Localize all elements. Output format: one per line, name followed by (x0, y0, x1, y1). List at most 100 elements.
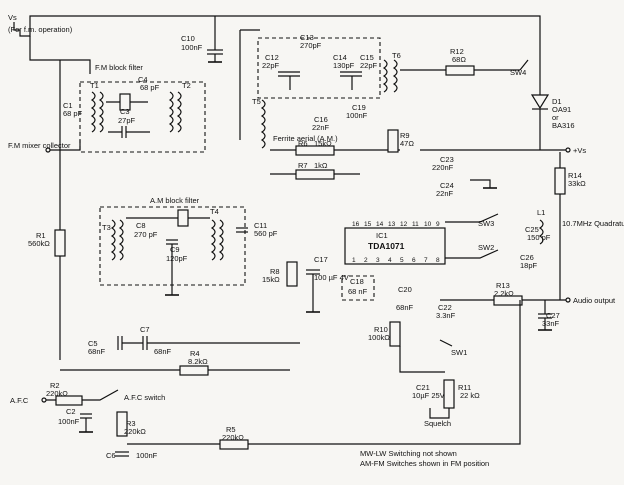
squelch-label: Squelch (424, 419, 451, 428)
c4-label: C4 (138, 75, 148, 84)
d1-type: OA91 (552, 105, 571, 114)
sw1-label[interactable]: SW1 (451, 348, 467, 357)
vs-right-label: +Vs (573, 146, 586, 155)
ferrite-label: Ferrite aerial (A.M.) (273, 134, 338, 143)
c20-label: C20 (398, 285, 412, 294)
ic-top-pin-14: 14 (376, 221, 384, 228)
c25-label: C25 (525, 225, 539, 234)
vs-note: (For f.m. operation) (8, 25, 73, 34)
afc-terminal (41, 397, 47, 403)
r8-label: R8 (270, 267, 280, 276)
c5-label: C5 (88, 339, 98, 348)
r14-label: R14 (568, 171, 582, 180)
r7-resistor (295, 169, 335, 180)
r5-value: 220kΩ (222, 433, 244, 442)
c22-label: C22 (438, 303, 452, 312)
c18-box (341, 275, 375, 301)
ic-bottom-pin-5: 5 (400, 257, 404, 264)
c19-value: 100nF (346, 111, 368, 120)
c26-label: C26 (520, 253, 534, 262)
ic1-part: TDA1071 (368, 241, 405, 251)
ic1-name: IC1 (376, 231, 388, 240)
c21-value: 10µF 25V (412, 391, 445, 400)
c22-value: 3.3nF (436, 311, 456, 320)
vs-terminal (565, 147, 571, 153)
d1-diode (530, 94, 550, 110)
r9-value: 47Ω (400, 139, 414, 148)
fm-filter-box (79, 81, 206, 153)
sw3-label[interactable]: SW3 (478, 219, 494, 228)
c8-label: C8 (136, 221, 146, 230)
am-crystal (177, 209, 189, 227)
t4-label: T4 (210, 207, 219, 216)
c12-label: C12 (265, 53, 279, 62)
c1-value: 68 pF (63, 109, 83, 118)
c8-value: 270 pF (134, 230, 158, 239)
am-filter-title: A.M block filter (150, 196, 200, 205)
audio-terminal (565, 297, 571, 303)
r6-label: R6 (298, 139, 308, 148)
c13-label: C13 (300, 33, 314, 42)
l1-label: L1 (537, 208, 545, 217)
c24-label: C24 (440, 181, 454, 190)
c17-label: C17 (314, 255, 328, 264)
r1-resistor (54, 229, 66, 257)
sw4-label[interactable]: SW4 (510, 68, 526, 77)
ic-top-pin-10: 10 (424, 221, 432, 228)
afc-label: A.F.C (10, 396, 29, 405)
r8-resistor (286, 261, 298, 287)
c10-value: 100nF (181, 43, 203, 52)
c9-label: C9 (170, 245, 180, 254)
c20-value: 68nF (396, 303, 414, 312)
afc-switch-label[interactable]: A.F.C switch (124, 393, 165, 402)
c3-label: C3 (120, 107, 130, 116)
c16-label: C16 (314, 115, 328, 124)
c12-value: 22pF (262, 61, 280, 70)
r4-label: R4 (190, 349, 200, 358)
r2-label: R2 (50, 381, 60, 390)
c14-value: 130pF (333, 61, 355, 70)
c13-value: 270pF (300, 41, 322, 50)
c7-label: C7 (140, 325, 150, 334)
c3-value: 27pF (118, 116, 136, 125)
r6-value: 15kΩ (314, 139, 332, 148)
c9-value: 120pF (166, 254, 188, 263)
r14-value: 33kΩ (568, 179, 586, 188)
t1-label: T1 (90, 81, 99, 90)
r3-value: 220kΩ (124, 427, 146, 436)
t1-coil (90, 91, 96, 133)
ic-bottom-pin-3: 3 (376, 257, 380, 264)
t2-coil (168, 91, 174, 133)
audio-label: Audio output (573, 296, 616, 305)
ic-bottom-pin-4: 4 (388, 257, 392, 264)
r12-value: 68Ω (452, 55, 466, 64)
t3-label: T3 (102, 223, 111, 232)
r13-label: R13 (496, 281, 510, 290)
fm-mixer-label: F.M mixer collector (8, 141, 71, 150)
ic-top-pin-12: 12 (400, 221, 408, 228)
fm-mixer-terminal (45, 147, 51, 153)
r2-resistor (55, 395, 83, 406)
c18-value: 68 nF (348, 287, 368, 296)
r10-label: R10 (374, 325, 388, 334)
c23-label: C23 (440, 155, 454, 164)
r11-resistor (443, 379, 455, 409)
r12-resistor (445, 65, 475, 76)
c2-label: C2 (66, 407, 76, 416)
sw2-label[interactable]: SW2 (478, 243, 494, 252)
c6-label: C6 (106, 451, 116, 460)
c15-label: C15 (360, 53, 374, 62)
r3-label: R3 (126, 419, 136, 428)
ic-bottom-pin-6: 6 (412, 257, 416, 264)
r4-resistor (179, 365, 209, 376)
r12-label: R12 (450, 47, 464, 56)
ic-bottom-pin-1: 1 (352, 257, 356, 264)
c18-label: C18 (350, 277, 364, 286)
c23-value: 220nF (432, 163, 454, 172)
c1-label: C1 (63, 101, 73, 110)
r10-resistor (389, 321, 401, 347)
l1-desc: 10.7MHz Quadrature coil (562, 219, 624, 228)
